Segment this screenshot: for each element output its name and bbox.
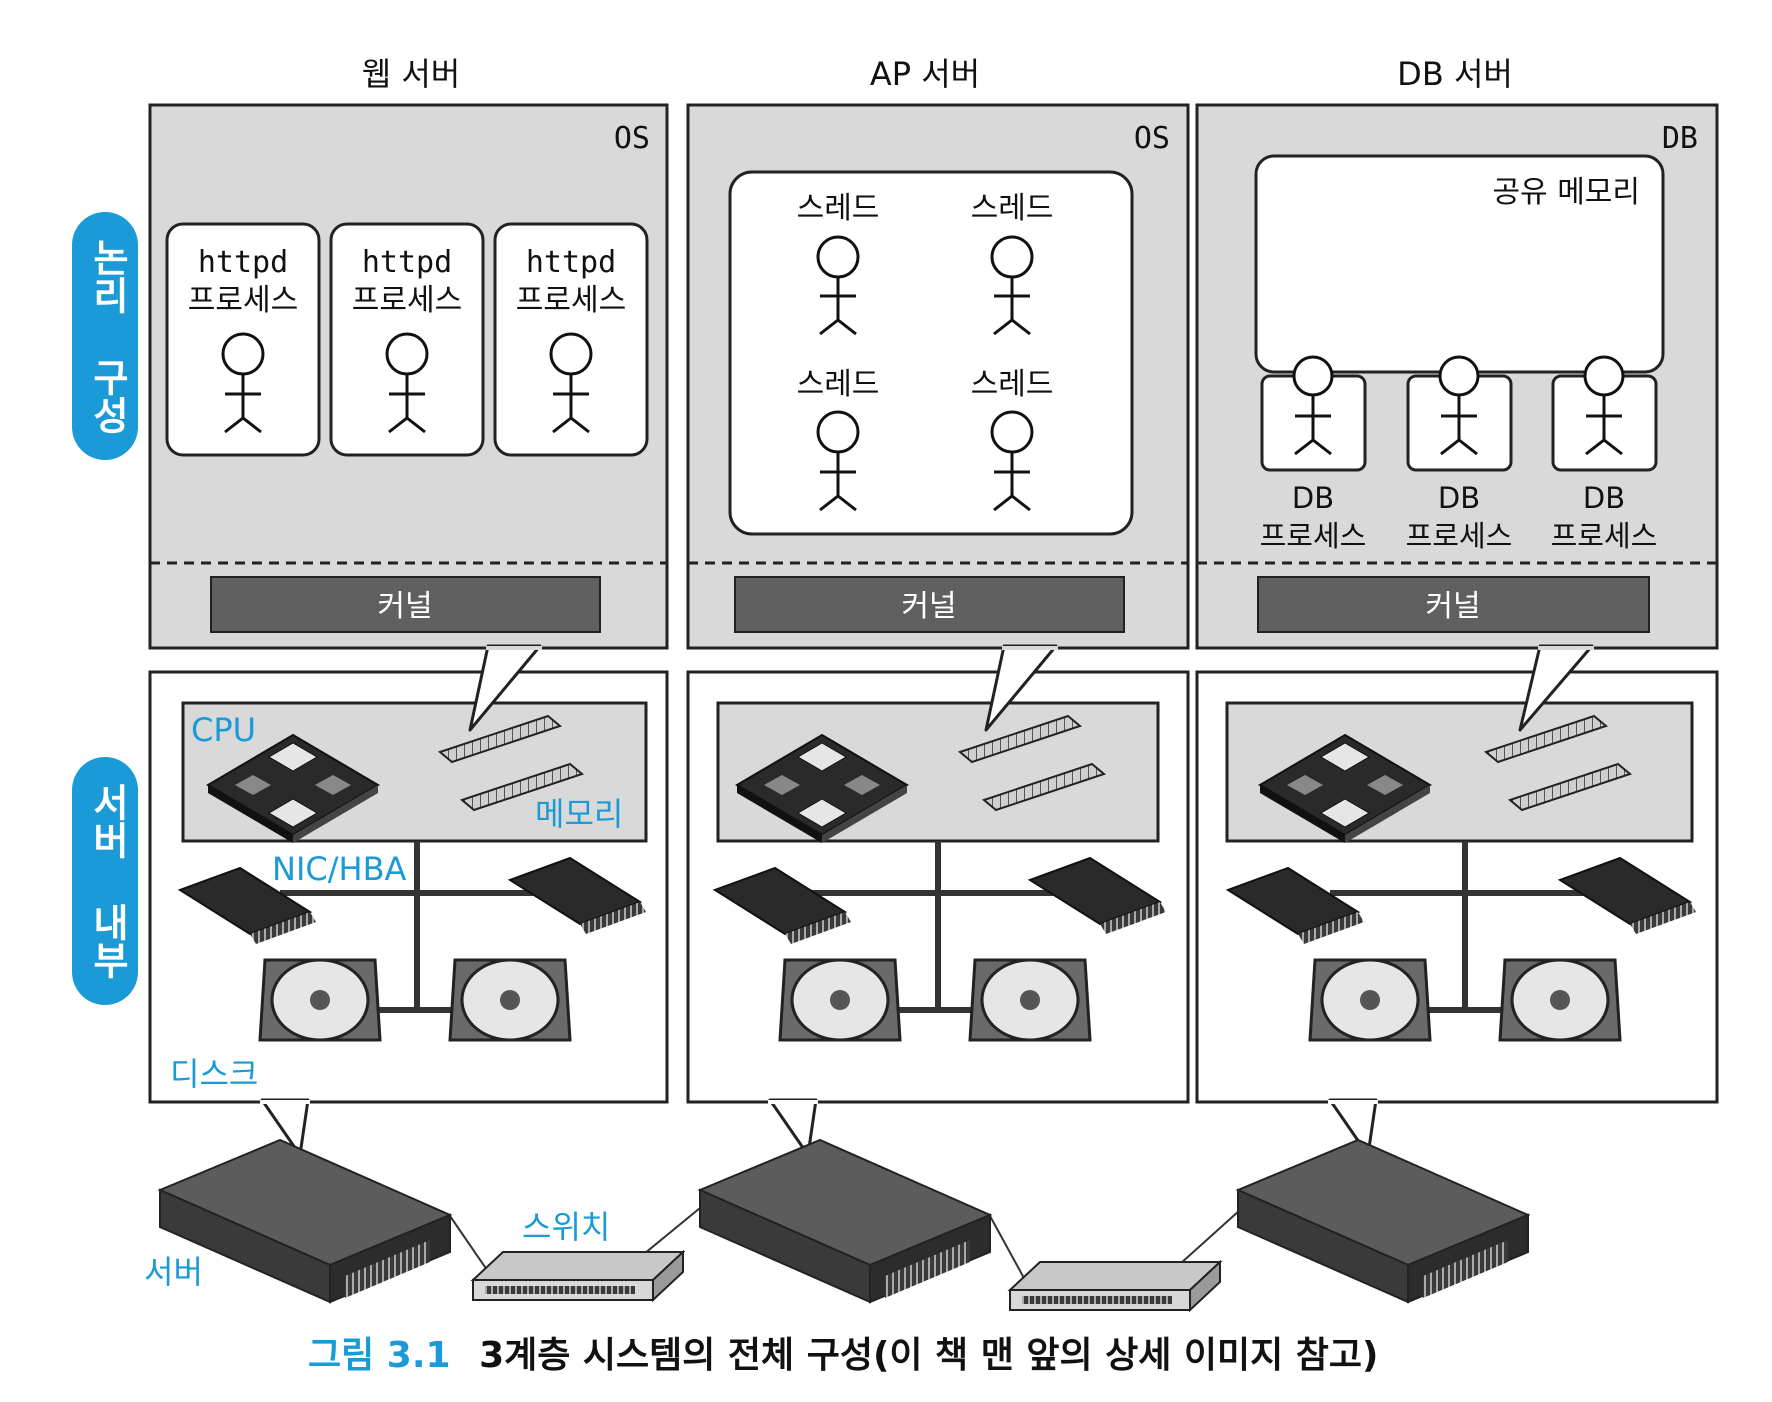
stick-figure-icon (385, 332, 429, 434)
ap-thread-container: 스레드 스레드 스레드 스레드 (728, 170, 1134, 536)
server-rack-icon (697, 1138, 993, 1304)
thread-label-4: 스레드 (971, 367, 1054, 402)
server-internal-label: 서버 내부 (86, 783, 130, 979)
memory-label: 메모리 (535, 795, 623, 833)
disk-icon (1308, 958, 1432, 1042)
cpu-icon (206, 733, 380, 843)
db-process-3: DB 프로세스 (1551, 355, 1658, 553)
db-layer-label: DB (1662, 121, 1698, 156)
db-process-1-label: 프로세스 (1260, 519, 1367, 553)
disk-icon (448, 958, 572, 1042)
server-internal-pill: 서버 내부 (72, 757, 138, 1005)
kernel-callout (468, 644, 542, 732)
stick-figure-icon (990, 410, 1034, 512)
nic-card-icon (1027, 856, 1166, 934)
httpd-process-2-name: httpd (362, 245, 452, 280)
hardware-callout (768, 1098, 818, 1157)
db-kernel-label: 커널 (1425, 589, 1480, 624)
httpd-process-2: httpd 프로세스 (329, 222, 485, 457)
cpu-label: CPU (191, 711, 256, 749)
disk-label: 디스크 (170, 1055, 258, 1093)
stick-figure-icon (1438, 355, 1480, 456)
nic-card-icon (177, 866, 316, 944)
network-switch-icon (470, 1249, 686, 1303)
db-kernel-bar (1257, 576, 1650, 633)
httpd-process-1: httpd 프로세스 (165, 222, 321, 457)
stick-figure-icon (549, 332, 593, 434)
ap-os-label: OS (1134, 121, 1170, 156)
cpu-icon (735, 733, 909, 843)
nic-card-icon (712, 866, 851, 944)
web-server-title: 웹 서버 (362, 55, 461, 93)
stick-figure-icon (1583, 355, 1625, 456)
stick-figure-icon (221, 332, 265, 434)
ap-kernel-bar (734, 576, 1125, 633)
db-process-1: DB 프로세스 (1260, 355, 1367, 553)
web-kernel-bar (210, 576, 601, 633)
cpu-icon (1258, 733, 1432, 843)
nic-card-icon (1557, 856, 1696, 934)
db-shared-memory-box: 공유 메모리 (1254, 154, 1665, 374)
disk-icon (968, 958, 1092, 1042)
httpd-process-3: httpd 프로세스 (493, 222, 649, 457)
shared-memory-label: 공유 메모리 (1492, 175, 1640, 210)
disk-icon (778, 958, 902, 1042)
hardware-callout (1328, 1098, 1378, 1157)
thread-label-2: 스레드 (971, 191, 1054, 226)
figure-caption-text: 3계층 시스템의 전체 구성(이 책 맨 앞의 상세 이미지 참고) (479, 1335, 1378, 1376)
thread-label-1: 스레드 (797, 191, 880, 226)
server-label: 서버 (144, 1253, 203, 1291)
kernel-callout (1518, 644, 1594, 732)
figure-caption: 그림 3.1 3계층 시스템의 전체 구성(이 책 맨 앞의 상세 이미지 참고… (308, 1335, 1379, 1376)
ap-server-title: AP 서버 (870, 55, 980, 93)
httpd-process-2-label: 프로세스 (352, 283, 462, 318)
db-process-1-name: DB (1292, 481, 1334, 515)
httpd-process-1-name: httpd (198, 245, 288, 280)
memory-icon (1483, 714, 1633, 812)
ap-kernel-label: 커널 (901, 589, 956, 624)
db-server-title: DB 서버 (1397, 55, 1513, 93)
disk-icon (1498, 958, 1622, 1042)
db-process-3-label: 프로세스 (1551, 519, 1658, 553)
db-process-2-name: DB (1438, 481, 1480, 515)
figure-number: 그림 3.1 (308, 1335, 451, 1376)
switch-label: 스위치 (522, 1208, 610, 1246)
nic-hba-label: NIC/HBA (272, 850, 407, 888)
stick-figure-icon (816, 410, 860, 512)
server-rack-icon (1235, 1138, 1531, 1304)
thread-label-3: 스레드 (797, 367, 880, 402)
web-kernel-label: 커널 (377, 589, 432, 624)
server-rack-icon (157, 1138, 453, 1304)
disk-icon (258, 958, 382, 1042)
hardware-callout (260, 1098, 310, 1157)
db-process-2: DB 프로세스 (1406, 355, 1513, 553)
logical-config-pill: 논리 구성 (72, 212, 138, 460)
stick-figure-icon (816, 235, 860, 336)
memory-icon (957, 714, 1107, 812)
network-switch-icon (1007, 1259, 1223, 1313)
nic-card-icon (507, 856, 646, 934)
logical-config-label: 논리 구성 (86, 238, 130, 434)
memory-icon (437, 714, 585, 812)
nic-card-icon (1225, 866, 1364, 944)
stick-figure-icon (1292, 355, 1334, 456)
db-process-2-label: 프로세스 (1406, 519, 1513, 553)
stick-figure-icon (990, 235, 1034, 336)
kernel-callout (984, 644, 1058, 732)
httpd-process-1-label: 프로세스 (188, 283, 298, 318)
web-os-label: OS (614, 121, 650, 156)
httpd-process-3-label: 프로세스 (516, 283, 626, 318)
httpd-process-3-name: httpd (526, 245, 616, 280)
db-process-3-name: DB (1583, 481, 1625, 515)
